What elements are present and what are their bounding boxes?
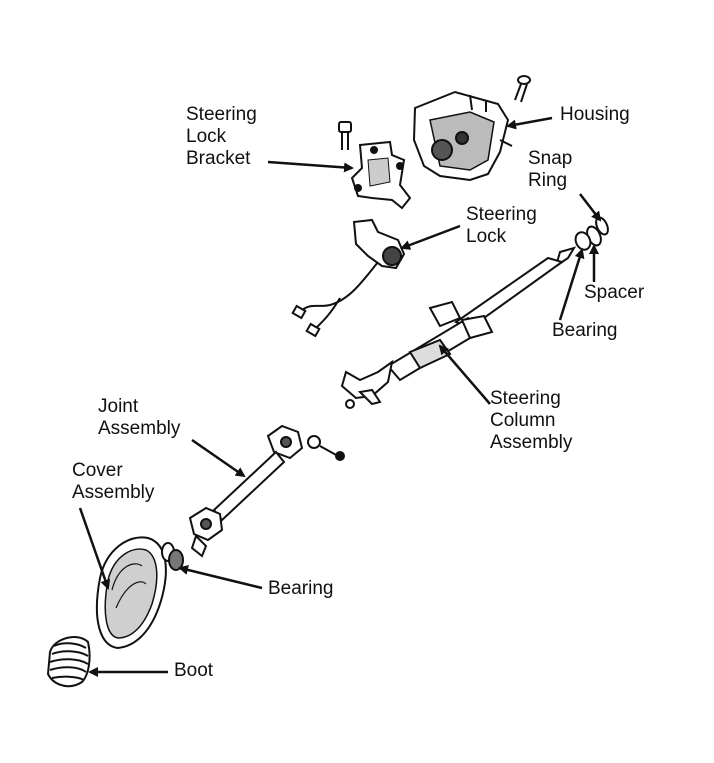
steering-lock-label: Steering Lock: [466, 204, 537, 247]
joint-assembly-label: Joint Assembly: [98, 396, 181, 439]
steering-column-assembly-label: Steering Column Assembly: [490, 388, 573, 453]
arrow-upper-bearing: [558, 248, 585, 321]
cover-assembly-part: [95, 536, 167, 650]
steering-lock-bracket-label: Steering Lock Bracket: [186, 104, 257, 169]
housing-label: Housing: [560, 104, 630, 125]
housing-part: [412, 90, 513, 182]
upper-bearing-label: Bearing: [552, 320, 618, 341]
arrow-housing: [506, 116, 553, 130]
steering-lock-part: [291, 218, 406, 338]
joint-assembly-part: [188, 424, 345, 558]
arrow-lower-bearing: [178, 565, 263, 590]
arrow-column: [438, 344, 491, 405]
arrow-steering-lock: [400, 224, 461, 250]
spacer-label: Spacer: [584, 282, 645, 303]
bracket-screw: [338, 121, 352, 150]
steering-column-part: [340, 246, 577, 409]
upper-bearing-part: [574, 231, 592, 251]
arrow-joint: [191, 438, 246, 478]
arrow-bracket: [267, 160, 354, 173]
boot-label: Boot: [174, 660, 214, 681]
housing-screw: [514, 75, 531, 103]
cover-assembly-label: Cover Assembly: [72, 460, 155, 503]
leader-arrows: [78, 116, 602, 677]
snap-ring-label: Snap Ring: [528, 148, 573, 191]
arrow-cover: [78, 507, 111, 590]
lower-bearing-part: [161, 542, 184, 571]
arrow-snap-ring: [579, 193, 602, 222]
boot-part: [46, 636, 91, 688]
lower-bearing-label: Bearing: [268, 578, 334, 599]
steering-lock-bracket-part: [350, 140, 412, 210]
